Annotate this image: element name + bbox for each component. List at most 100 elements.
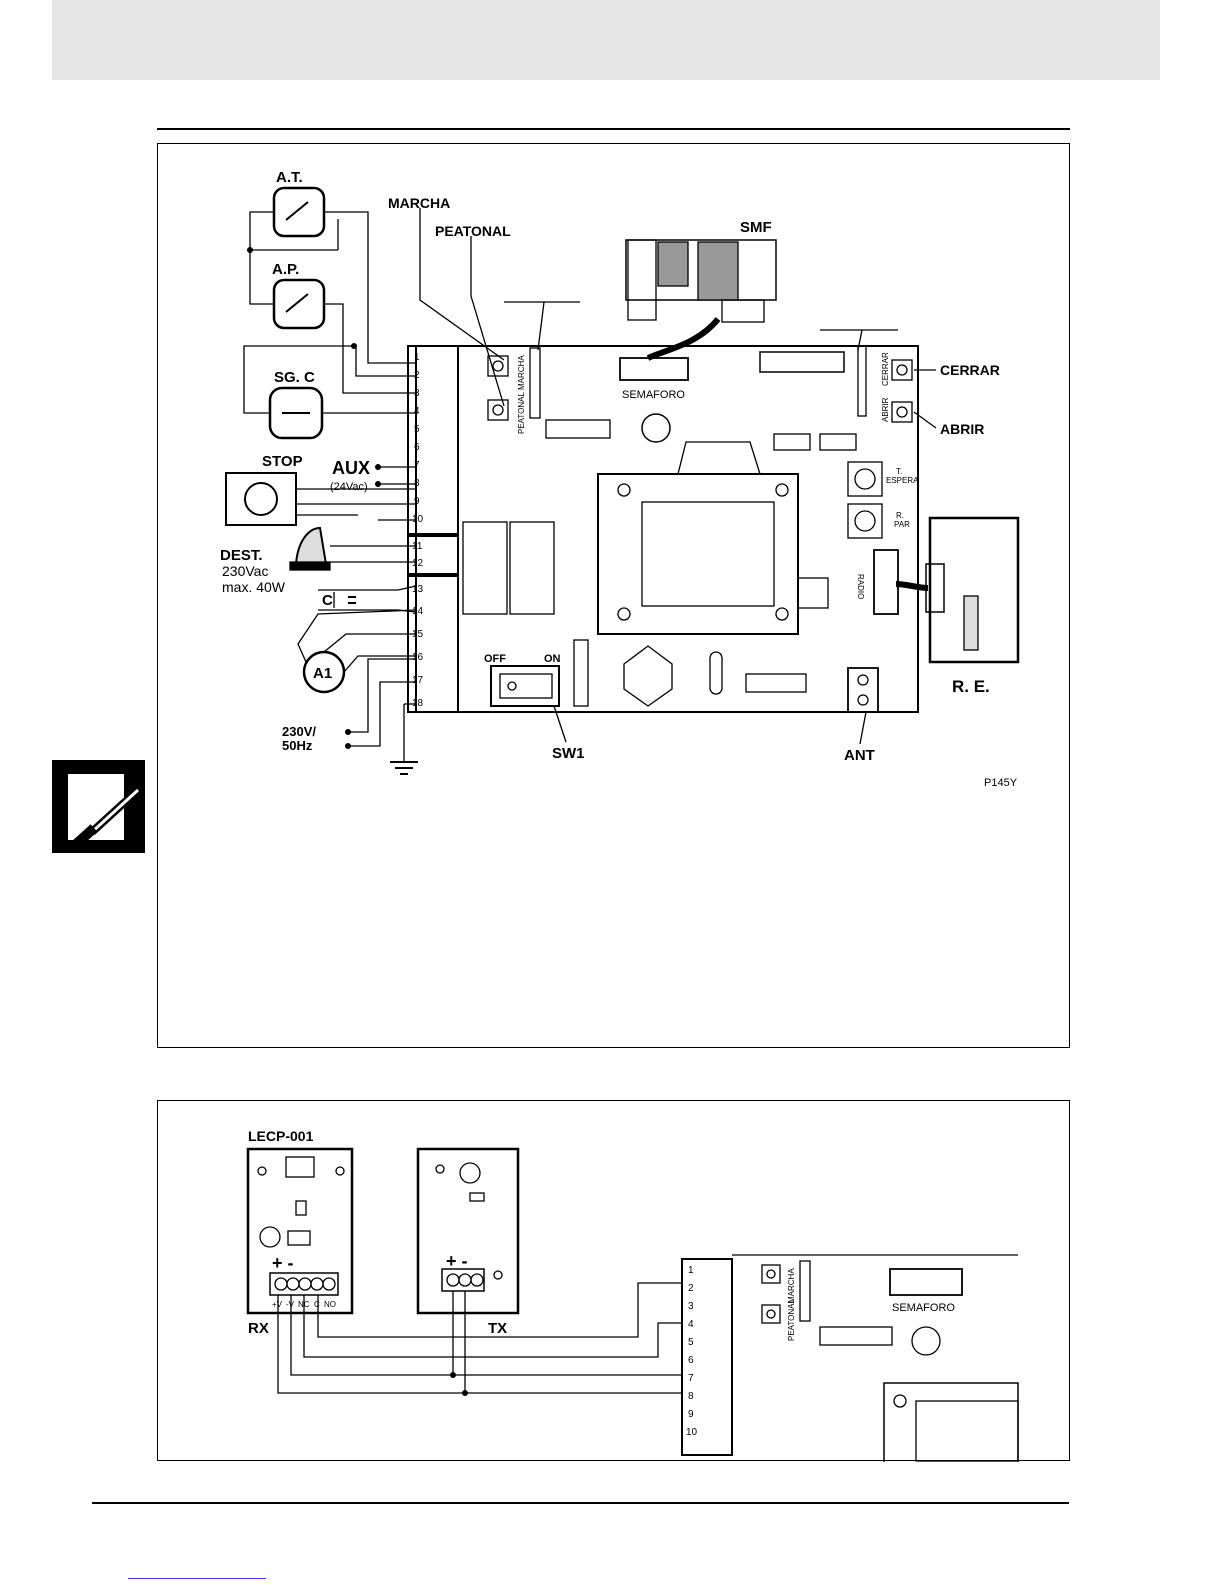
rx-pin-labels: +V -V NC C NO <box>272 1300 336 1309</box>
terminal-18: 18 <box>412 698 424 709</box>
terminal-5: 5 <box>688 1337 694 1348</box>
screwdriver-icon <box>68 774 141 850</box>
ap-switch <box>272 278 326 330</box>
top-rule <box>157 128 1070 130</box>
board-label-radio: RADIO <box>856 574 865 599</box>
installation-section-tab <box>52 760 145 853</box>
label-capacitor: C <box>322 592 333 609</box>
pin-c: C <box>314 1300 320 1309</box>
label-marcha: MARCHA <box>388 195 450 211</box>
label-lecp: LECP-001 <box>248 1128 314 1144</box>
terminal-17: 17 <box>412 675 424 686</box>
terminal-7: 7 <box>688 1373 694 1384</box>
terminal-1: 1 <box>414 352 420 363</box>
label-dest: DEST. <box>220 547 263 564</box>
label-smf: SMF <box>740 219 772 236</box>
terminal-9: 9 <box>688 1409 694 1420</box>
board-label-peatonal: PEATONAL <box>787 1299 796 1341</box>
label-rx: RX <box>248 1320 269 1337</box>
board-label-cerrar: CERRAR <box>881 352 890 386</box>
cerrar-button <box>891 359 913 381</box>
board-label-marcha: MARCHA <box>517 355 526 390</box>
label-ap: A.P. <box>272 261 299 278</box>
label-aux-sub: (24Vac) <box>330 481 368 493</box>
stop-button <box>225 472 297 526</box>
header-band <box>52 0 1160 80</box>
terminal-5: 5 <box>414 424 420 435</box>
label-off: OFF <box>484 653 506 665</box>
terminal-16: 16 <box>412 652 424 663</box>
label-aux: AUX <box>332 458 370 478</box>
label-sw1: SW1 <box>552 745 585 762</box>
pin-plus-v: +V <box>272 1300 283 1309</box>
rx-polarity: + - <box>272 1253 294 1273</box>
r-par-pot <box>847 503 883 539</box>
terminal-2: 2 <box>688 1283 694 1294</box>
terminal-3: 3 <box>688 1301 694 1312</box>
terminal-2: 2 <box>414 370 420 381</box>
semaforo-connector <box>619 357 689 381</box>
terminal-3: 3 <box>414 388 420 399</box>
warning-lamp-icon <box>294 526 328 565</box>
terminal-14: 14 <box>412 606 424 617</box>
marcha-button <box>487 355 509 377</box>
peatonal-button <box>761 1304 781 1324</box>
terminal-9: 9 <box>414 496 420 507</box>
board-label-r-par-1: R. <box>896 511 904 520</box>
t-espera-pot <box>847 461 883 497</box>
label-ant: ANT <box>844 747 875 764</box>
label-dest-voltage: 230Vac <box>222 563 268 579</box>
rx-module <box>246 1147 354 1315</box>
pin-no: NO <box>324 1300 336 1309</box>
semaforo-connector <box>889 1268 963 1296</box>
peatonal-button <box>487 399 509 421</box>
label-sgc: SG. C <box>274 369 315 386</box>
board-label-marcha: MARCHA <box>787 1268 796 1303</box>
tx-module <box>416 1147 520 1315</box>
sw1-switch <box>490 665 560 707</box>
tx-polarity: + - <box>446 1251 468 1271</box>
re-module <box>928 516 1020 664</box>
label-dest-power: max. 40W <box>222 579 286 595</box>
label-tx: TX <box>488 1320 507 1337</box>
terminal-1: 1 <box>688 1265 694 1276</box>
at-switch <box>272 186 326 238</box>
photocell-wiring-diagram: LECP-001 RX TX + - + - +V -V NC C NO SEM… <box>246 1128 1019 1462</box>
photocell-wiring-panel: LECP-001 RX TX + - + - +V -V NC C NO SEM… <box>157 1100 1070 1462</box>
dip-switch <box>759 351 845 373</box>
board-label-peatonal: PEATONAL <box>517 392 526 434</box>
terminal-strip-1-10 <box>681 1258 733 1456</box>
board-label-r-par-2: PAR <box>894 520 910 529</box>
terminal-10: 10 <box>412 514 424 525</box>
label-re: R. E. <box>952 677 990 696</box>
label-at: A.T. <box>276 169 303 186</box>
board-label-abrir: ABRIR <box>881 397 890 422</box>
terminal-4: 4 <box>688 1319 694 1330</box>
label-peatonal: PEATONAL <box>435 223 511 239</box>
pin-minus-v: -V <box>286 1300 295 1309</box>
label-stop: STOP <box>262 453 303 470</box>
label-power-voltage: 230V/ <box>282 724 316 739</box>
footer-link-underline <box>128 1578 266 1579</box>
bottom-rule <box>92 1502 1069 1504</box>
terminal-12: 12 <box>412 558 424 569</box>
label-on: ON <box>544 653 561 665</box>
terminal-8: 8 <box>414 478 420 489</box>
terminal-strip-11-12 <box>407 535 459 575</box>
terminal-8: 8 <box>688 1391 694 1402</box>
marcha-button <box>761 1264 781 1284</box>
abrir-button <box>891 401 913 423</box>
label-motor: A1 <box>313 665 332 682</box>
terminal-numbers: 1 2 3 4 5 6 7 8 9 10 11 12 13 14 15 16 1… <box>412 352 424 709</box>
label-cerrar: CERRAR <box>940 362 1000 378</box>
board-label-t-espera-1: T. <box>896 467 902 476</box>
terminal-7: 7 <box>414 460 420 471</box>
label-power-frequency: 50Hz <box>282 738 313 753</box>
terminal-numbers: 1 2 3 4 5 6 7 8 9 10 <box>686 1265 698 1438</box>
wiring-diagram-panel: 1 2 3 4 5 6 7 8 9 10 11 12 13 14 15 16 1… <box>157 143 1070 1048</box>
board-label-semaforo: SEMAFORO <box>892 1302 955 1314</box>
pin-nc: NC <box>298 1300 310 1309</box>
terminal-6: 6 <box>688 1355 694 1366</box>
terminal-4: 4 <box>414 406 420 417</box>
terminal-11: 11 <box>412 541 423 552</box>
